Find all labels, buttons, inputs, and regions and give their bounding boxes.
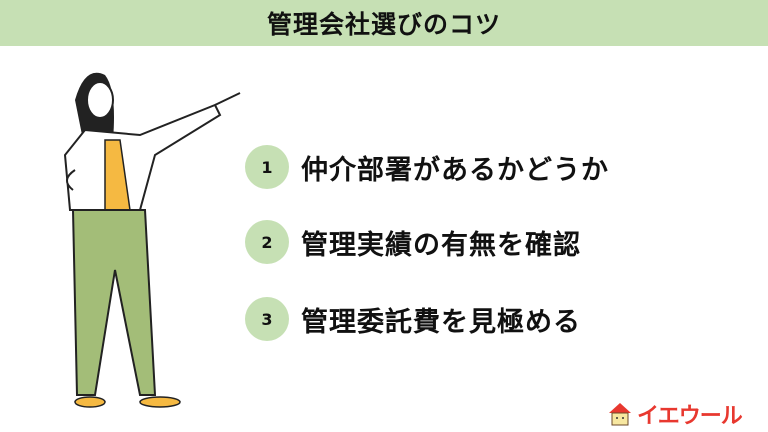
ieul-logo: イエウール bbox=[607, 398, 743, 430]
tip-1: 1 仲介部署があるかどうか bbox=[245, 145, 609, 189]
number-badge: 2 bbox=[245, 220, 289, 264]
page-title: 管理会社選びのコツ bbox=[266, 10, 501, 39]
number-badge: 3 bbox=[245, 297, 289, 341]
tip-text: 管理委託費を見極める bbox=[301, 306, 581, 338]
title-banner: 管理会社選びのコツ bbox=[0, 0, 768, 46]
logo-text: イエウール bbox=[637, 404, 743, 429]
tip-2: 2 管理実績の有無を確認 bbox=[245, 220, 581, 264]
tip-3: 3 管理委託費を見極める bbox=[245, 297, 581, 341]
number-badge: 1 bbox=[245, 145, 289, 189]
tip-text: 管理実績の有無を確認 bbox=[301, 229, 581, 261]
tip-text: 仲介部署があるかどうか bbox=[301, 154, 609, 186]
house-icon bbox=[609, 403, 631, 426]
woman-pointing-illustration bbox=[63, 72, 241, 408]
